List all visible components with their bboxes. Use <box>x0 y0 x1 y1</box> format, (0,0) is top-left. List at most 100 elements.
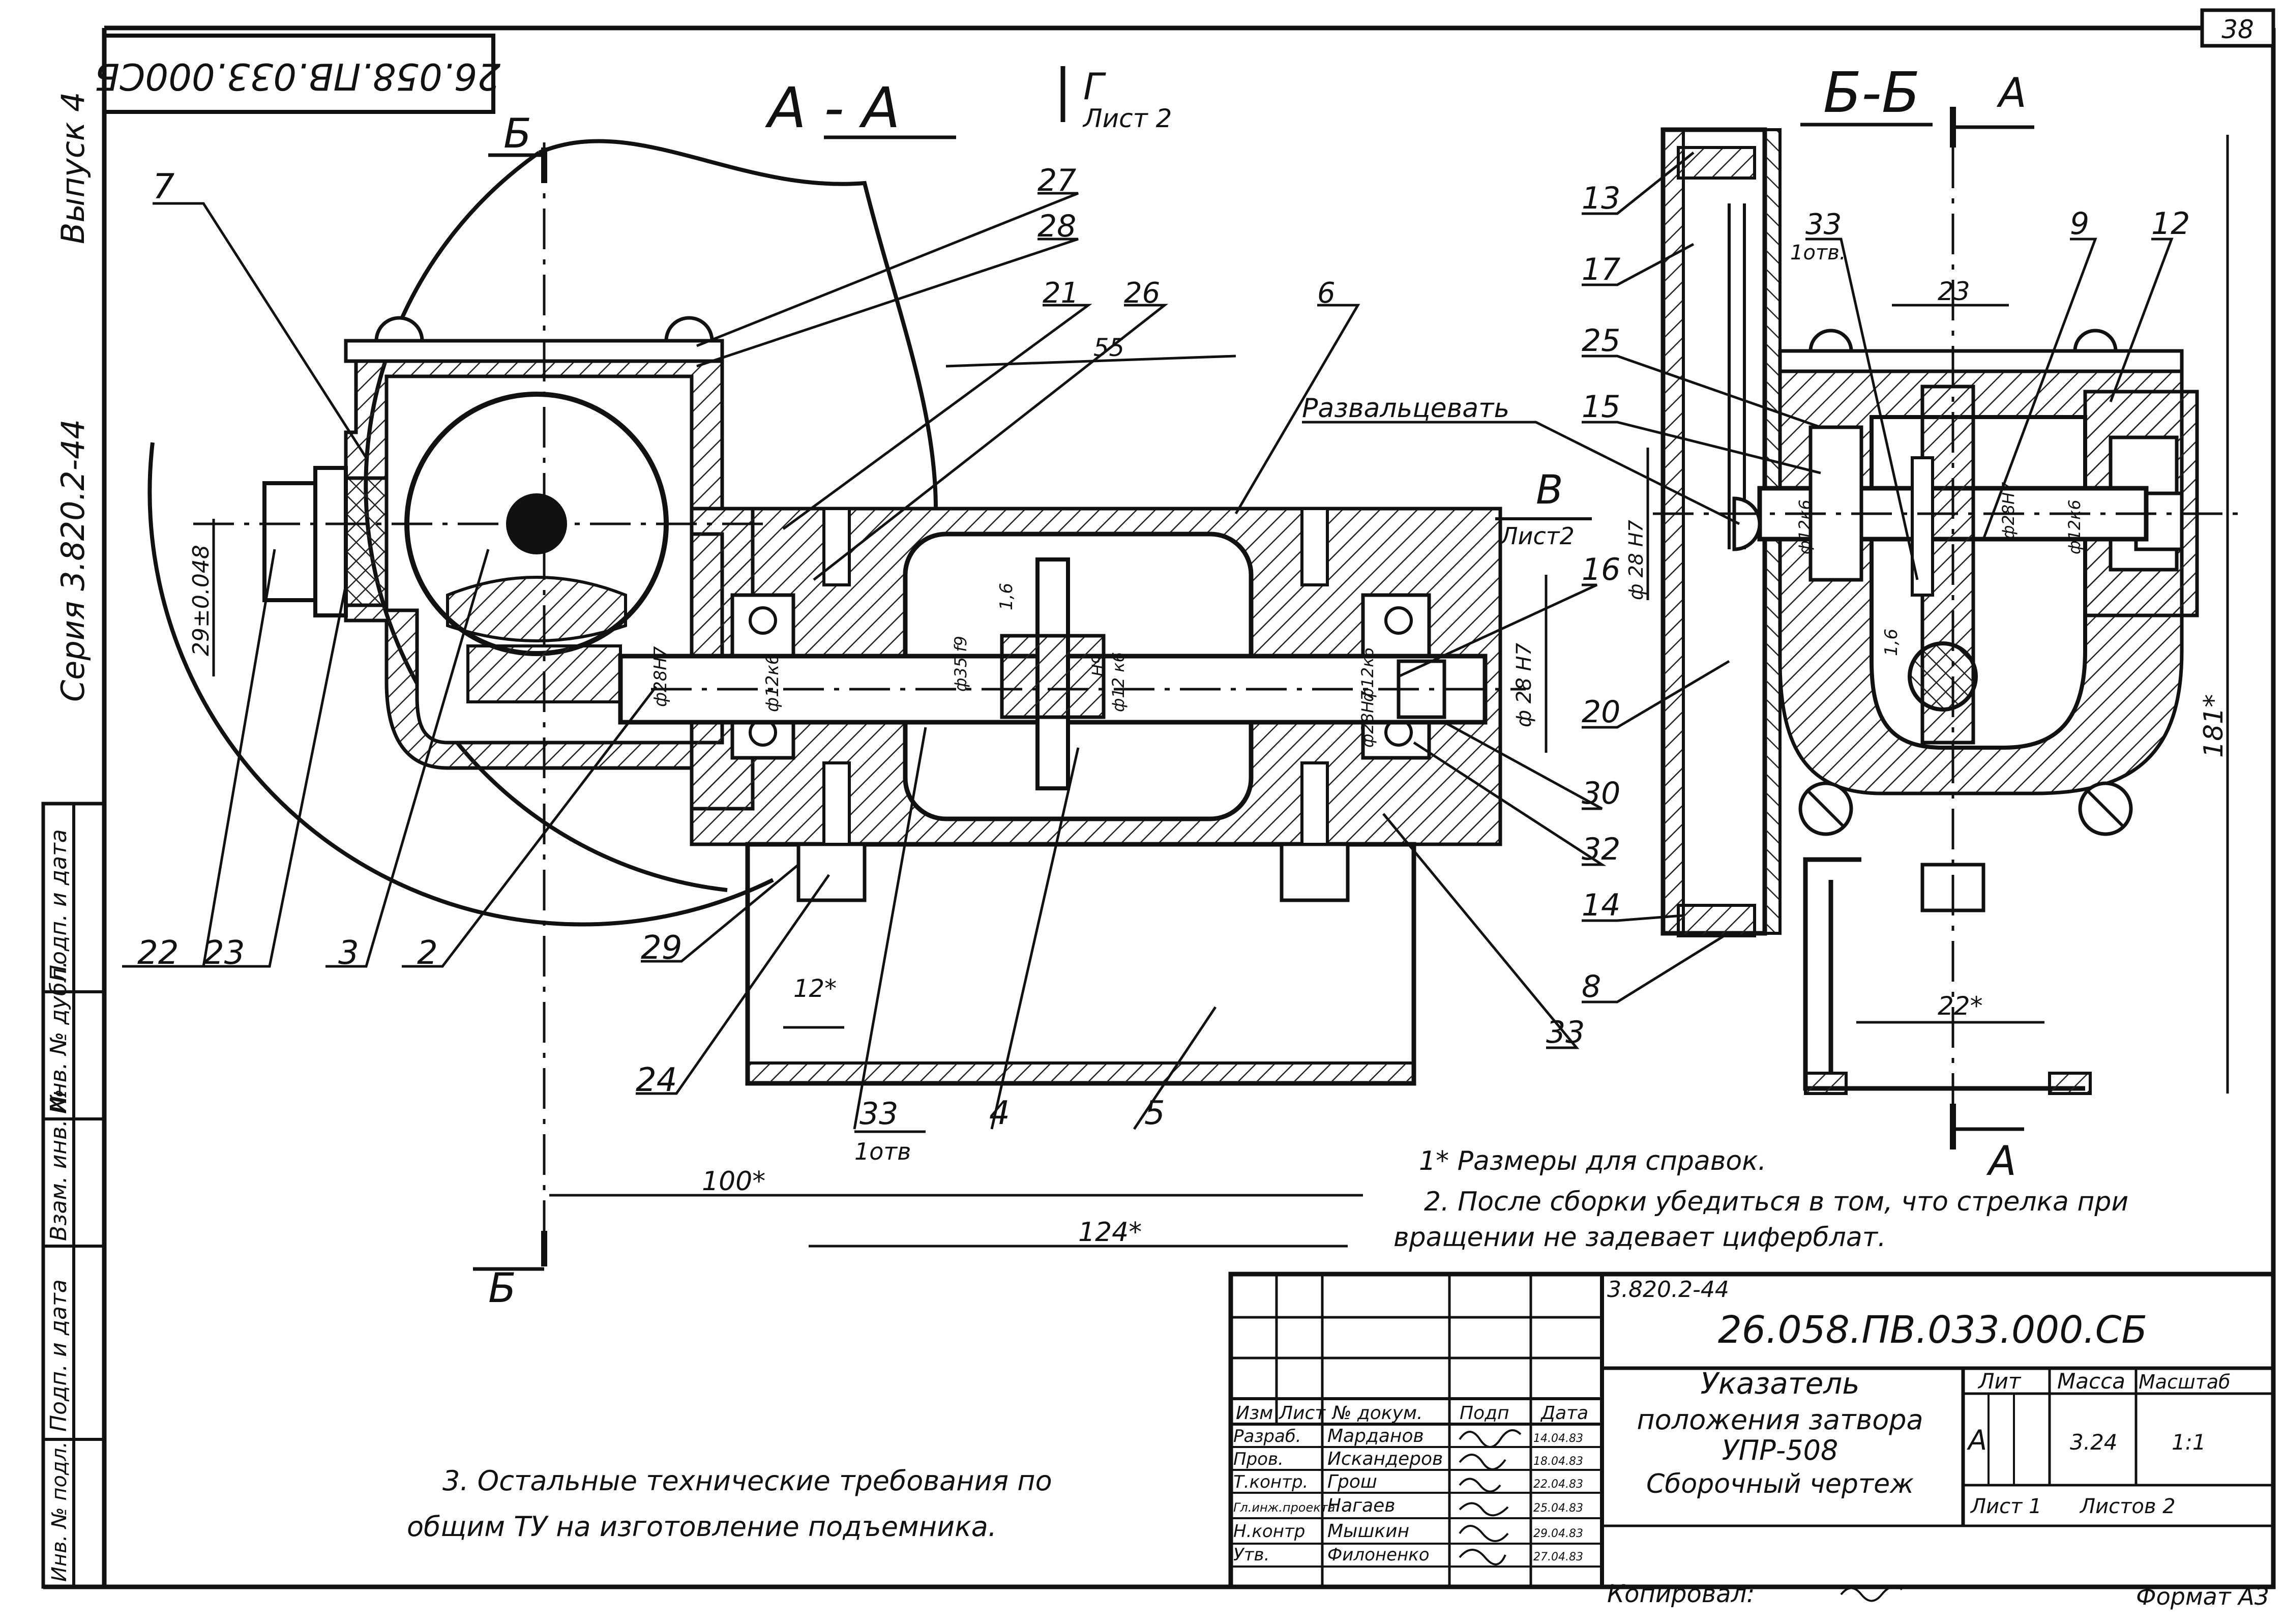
svg-text:Мышкин: Мышкин <box>1327 1521 1409 1542</box>
svg-text:Масса: Масса <box>2057 1369 2125 1394</box>
svg-text:УПР-508: УПР-508 <box>1722 1434 1838 1466</box>
svg-text:Утв.: Утв. <box>1233 1545 1269 1565</box>
callout-25: 25 <box>1582 323 1620 359</box>
svg-text:Масштаб: Масштаб <box>2139 1371 2231 1393</box>
svg-text:А: А <box>1996 69 2027 116</box>
razvaltsevat-note: Развальцевать <box>1302 393 1509 424</box>
svg-text:29±0.048: 29±0.048 <box>188 545 214 656</box>
svg-text:Подп. и дата: Подп. и дата <box>46 829 72 982</box>
svg-text:12*: 12* <box>793 975 837 1003</box>
callout-16: 16 <box>1582 552 1620 587</box>
svg-text:Лист 1: Лист 1 <box>1970 1495 2042 1518</box>
svg-text:Пров.: Пров. <box>1233 1449 1284 1469</box>
series-code: 3.820.2-44 <box>1607 1277 1729 1303</box>
svg-text:29.04.83: 29.04.83 <box>1533 1527 1583 1540</box>
svg-text:ф12к6: ф12к6 <box>1795 499 1815 554</box>
svg-text:Подп. и дата: Подп. и дата <box>46 1279 72 1432</box>
svg-text:Марданов: Марданов <box>1327 1426 1424 1446</box>
rotated-doc-code: 26.058.ПВ.033.000СБ <box>95 34 501 114</box>
callout-5: 5 <box>1144 1095 1165 1132</box>
svg-text:Н9: Н9 <box>1088 654 1108 676</box>
callout-33-aa: 33 <box>859 1096 898 1132</box>
svg-text:26.058.ПВ.033.000СБ: 26.058.ПВ.033.000СБ <box>95 55 501 98</box>
svg-text:Нагаев: Нагаев <box>1327 1495 1395 1516</box>
svg-text:27.04.83: 27.04.83 <box>1533 1551 1583 1563</box>
callout-33-bb: 33 <box>1805 208 1842 241</box>
svg-text:ф12к6: ф12к6 <box>762 654 783 712</box>
svg-text:2. После сборки убедиться в то: 2. После сборки убедиться в том, что стр… <box>1424 1187 2128 1217</box>
svg-text:В: В <box>1536 467 1563 513</box>
svg-text:вращении не задевает циферблат: вращении не задевает циферблат. <box>1393 1222 1886 1253</box>
svg-text:Взам. инв. №: Взам. инв. № <box>46 1089 72 1241</box>
section-aa: А - А Г Лист 2 <box>147 65 1592 1312</box>
bb-callouts: 13 17 33 1отв. 9 12 25 15 16 20 30 32 14… <box>1302 181 2190 1050</box>
callout-30: 30 <box>1582 776 1620 811</box>
svg-text:1* Размеры для справок.: 1* Размеры для справок. <box>1419 1146 1766 1176</box>
svg-text:№ докум.: № докум. <box>1331 1403 1422 1424</box>
svg-text:Б: Б <box>503 110 531 157</box>
callout-15: 15 <box>1582 389 1620 425</box>
svg-text:Гл.инж.проекта: Гл.инж.проекта <box>1233 1500 1335 1515</box>
callout-22: 22 <box>137 934 179 972</box>
svg-text:Дата: Дата <box>1540 1403 1588 1424</box>
callout-6: 6 <box>1317 277 1336 310</box>
svg-text:23: 23 <box>1938 277 1970 306</box>
title-block <box>1228 1272 2276 1589</box>
svg-text:18.04.83: 18.04.83 <box>1533 1455 1583 1468</box>
svg-text:Искандеров: Искандеров <box>1327 1449 1443 1469</box>
svg-text:ф12к6: ф12к6 <box>2065 499 2084 554</box>
callout-4: 4 <box>989 1095 1010 1132</box>
bb-leaders <box>1302 152 2174 1049</box>
svg-text:22*: 22* <box>1938 991 1983 1021</box>
svg-text:Подп: Подп <box>1460 1403 1509 1424</box>
notes: 1* Размеры для справок. 2. После сборки … <box>407 1146 2128 1543</box>
svg-text:181*: 181* <box>2199 694 2229 758</box>
issue-label: Выпуск 4 <box>54 92 92 244</box>
callout-17: 17 <box>1582 252 1620 287</box>
svg-text:Указатель: Указатель <box>1700 1366 1859 1401</box>
svg-text:ф 28 Н7: ф 28 Н7 <box>1625 520 1647 600</box>
svg-text:Г: Г <box>1083 65 1106 108</box>
bb-dimension-text: 23 181* 22* ф 28 Н7 ф12к6 ф28Н7 ф12к6 1,… <box>1625 277 2229 1021</box>
svg-text:Грош: Грош <box>1327 1471 1377 1492</box>
callout-13: 13 <box>1582 181 1620 216</box>
svg-text:А: А <box>1967 1424 1987 1456</box>
svg-text:Изм: Изм <box>1236 1403 1273 1424</box>
callout-8: 8 <box>1582 969 1601 1005</box>
svg-text:общим ТУ на изготовление подъе: общим ТУ на изготовление подъемника. <box>407 1511 997 1543</box>
aa-leaders <box>122 192 1360 1130</box>
svg-text:Филоненко: Филоненко <box>1327 1545 1430 1565</box>
svg-text:1:1: 1:1 <box>2172 1430 2206 1455</box>
aa-dimension-text: 55 29±0.048 ф28Н7 ф12к6 ф35 f9 Н9 ф12 к6… <box>188 334 1536 1248</box>
callout-33-bottom: 33 <box>1546 1015 1585 1050</box>
callout-23: 23 <box>203 934 245 972</box>
callout-27: 27 <box>1037 163 1076 198</box>
svg-text:22.04.83: 22.04.83 <box>1533 1478 1583 1491</box>
svg-text:Листов 2: Листов 2 <box>2079 1495 2176 1518</box>
svg-text:ф28Н7: ф28Н7 <box>650 646 671 707</box>
callout-21: 21 <box>1043 277 1079 310</box>
svg-text:Инв. № подл.: Инв. № подл. <box>48 1441 71 1582</box>
svg-text:1,6: 1,6 <box>1881 629 1902 656</box>
bb-dimensions <box>1646 135 2229 1094</box>
svg-text:1отв.: 1отв. <box>1790 241 1846 264</box>
section-aa-title: А - А <box>765 75 900 140</box>
callout-28: 28 <box>1037 209 1076 244</box>
callout-29: 29 <box>641 929 682 967</box>
svg-text:1,6: 1,6 <box>996 583 1017 610</box>
svg-text:Н.контр: Н.контр <box>1233 1521 1305 1542</box>
title-block-text: 3.820.2-44 26.058.ПВ.033.000.СБ Указател… <box>1233 1277 2231 1565</box>
svg-text:Т.контр.: Т.контр. <box>1233 1472 1308 1492</box>
svg-text:100*: 100* <box>702 1166 765 1197</box>
callout-14: 14 <box>1582 888 1620 923</box>
svg-text:ф12к6: ф12к6 <box>1358 647 1377 702</box>
section-bb: Б-Б А А <box>1653 60 2238 1185</box>
series-label: Серия 3.820.2-44 <box>54 419 92 702</box>
callout-20: 20 <box>1582 694 1620 730</box>
copied-label: Копировал: <box>1607 1580 1755 1608</box>
svg-text:14.04.83: 14.04.83 <box>1533 1432 1583 1445</box>
svg-text:124*: 124* <box>1078 1217 1142 1248</box>
svg-text:ф12 к6: ф12 к6 <box>1109 652 1128 712</box>
svg-text:Инв. № дубл.: Инв. № дубл. <box>46 961 72 1114</box>
